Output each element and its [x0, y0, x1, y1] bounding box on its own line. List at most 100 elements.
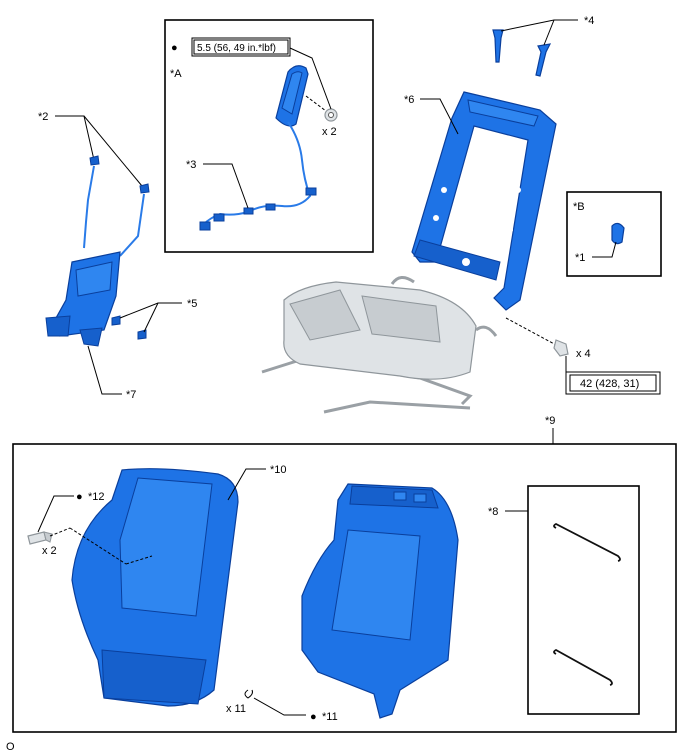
- label-5-leader-1: [119, 302, 182, 319]
- seat-hinge-right: [475, 325, 498, 337]
- torque-value-top: 5.5 (56, 49 in.*lbf): [197, 43, 276, 54]
- seatback-pad-bottom: [101, 649, 207, 705]
- seatback-frame: *6: [404, 91, 557, 311]
- frame-hole-4: [507, 227, 513, 233]
- side-airbag-highlight: [281, 71, 303, 115]
- seatback-cover-center: [331, 529, 421, 641]
- frame-bolt-group: x 4 42 (428, 31): [505, 317, 661, 395]
- label-3-leader: [203, 163, 249, 209]
- clip-5b: [137, 329, 147, 340]
- seatback-frame-lower-panel: [413, 239, 501, 281]
- detail-box-b-frame: [566, 191, 662, 277]
- detail-box-a-frame: [164, 19, 374, 253]
- frame-bolt-dash: [505, 317, 559, 347]
- headrest-guide-left: [393, 491, 407, 501]
- label-4-leader-1: [500, 19, 578, 32]
- label-5: *5: [187, 298, 197, 310]
- frame-hole-3: [515, 187, 521, 193]
- label-6: *6: [404, 94, 414, 106]
- label-6-leader: [420, 98, 459, 135]
- bolt-1: [492, 29, 504, 63]
- lumbar-wire-right: [119, 193, 145, 257]
- nut-dash: [305, 95, 327, 112]
- label-12: *12: [88, 491, 105, 503]
- torque-box-right: [565, 371, 661, 395]
- headrest-guide-right: [413, 493, 427, 503]
- label-11-leader: [253, 697, 306, 716]
- torque-box-right-inner: [569, 374, 657, 392]
- frame-hole-2: [433, 215, 439, 221]
- airbag-wire-harness: [203, 121, 312, 225]
- harness-connector-3: [243, 207, 254, 215]
- label-9: *9: [545, 415, 555, 427]
- label-8: *8: [488, 506, 498, 518]
- seatback-pad-center: [119, 477, 213, 617]
- seatback-frame-top-tube: [467, 99, 539, 127]
- label-b: *B: [573, 201, 585, 213]
- screw-dash-1: [49, 527, 71, 537]
- torque-box-top: [191, 37, 291, 57]
- label-3: *3: [186, 159, 196, 171]
- label-4: *4: [584, 15, 594, 27]
- label-1: *1: [575, 252, 585, 264]
- screw-12-head: [43, 531, 53, 543]
- torque-value-right: 42 (428, 31): [580, 378, 639, 390]
- retaining-wire-1: [553, 522, 621, 562]
- bolt-quantity: x 4: [576, 348, 591, 360]
- clip-quantity: x 11: [226, 703, 246, 715]
- seatback-cover-box-frame: [12, 443, 677, 733]
- lumbar-support-plate: [75, 261, 113, 297]
- label-a: *A: [170, 68, 182, 80]
- screw-12: [27, 531, 47, 545]
- bullet-12: ●: [76, 491, 83, 503]
- label-1-leader: [592, 241, 617, 258]
- label-2: *2: [38, 111, 48, 123]
- screw-quantity: x 2: [42, 545, 57, 557]
- clip-11: [244, 689, 253, 699]
- diagram-corner-mark: O: [6, 741, 15, 753]
- clip-5a: [111, 315, 121, 326]
- lumbar-group: *2 *7 *5: [38, 111, 197, 401]
- bolts-group: *4: [492, 15, 594, 77]
- harness-connector-1: [305, 187, 317, 196]
- seat-hinge-left: [390, 276, 415, 285]
- label-12-leader: [37, 495, 74, 533]
- harness-connector-4: [213, 213, 225, 222]
- bullet-torque-a: ●: [171, 42, 178, 54]
- seatback-frame-body: [411, 91, 557, 311]
- frame-bolt: [553, 339, 569, 357]
- seat-cushion-pad-left: [289, 289, 361, 341]
- detail-box-a: ● 5.5 (56, 49 in.*lbf) *A x 2 *3: [164, 19, 374, 253]
- label-10: *10: [270, 464, 287, 476]
- seatback-cover-box: *9 *10 ● *12 x 2 x 11 ● *11 *8: [12, 415, 677, 733]
- airbag-nut-hole: [328, 112, 334, 118]
- lumbar-bracket-right: [79, 327, 103, 347]
- seat-cushion-pad-right: [361, 295, 441, 343]
- lumbar-bracket-left: [45, 315, 71, 337]
- torque-top-leader: [289, 47, 332, 110]
- label-2-leader-1: [55, 115, 95, 161]
- wire-box-8: [527, 485, 640, 715]
- harness-connector-5: [199, 221, 211, 231]
- screw-dash-3: [125, 555, 153, 565]
- seat-track-rail-2: [323, 400, 471, 414]
- label-10-leader: [227, 468, 266, 501]
- clip-2b: [139, 183, 150, 194]
- torque-box-top-inner: [193, 39, 289, 55]
- label-7: *7: [126, 389, 136, 401]
- lumbar-wire-left: [83, 165, 95, 249]
- label-11: *11: [322, 711, 338, 723]
- harness-connector-2: [265, 203, 276, 211]
- retaining-wire-2: [553, 648, 613, 686]
- label-4-leader-2: [543, 19, 555, 46]
- label-5-leader-2: [143, 302, 159, 333]
- bullet-11: ●: [310, 711, 317, 723]
- clip-2a: [89, 155, 100, 166]
- label-2-leader-2: [83, 115, 143, 187]
- frame-hole-1: [441, 187, 447, 193]
- nut-quantity: x 2: [322, 126, 337, 138]
- label-7-leader: [87, 345, 122, 395]
- frame-hole-5: [462, 258, 470, 266]
